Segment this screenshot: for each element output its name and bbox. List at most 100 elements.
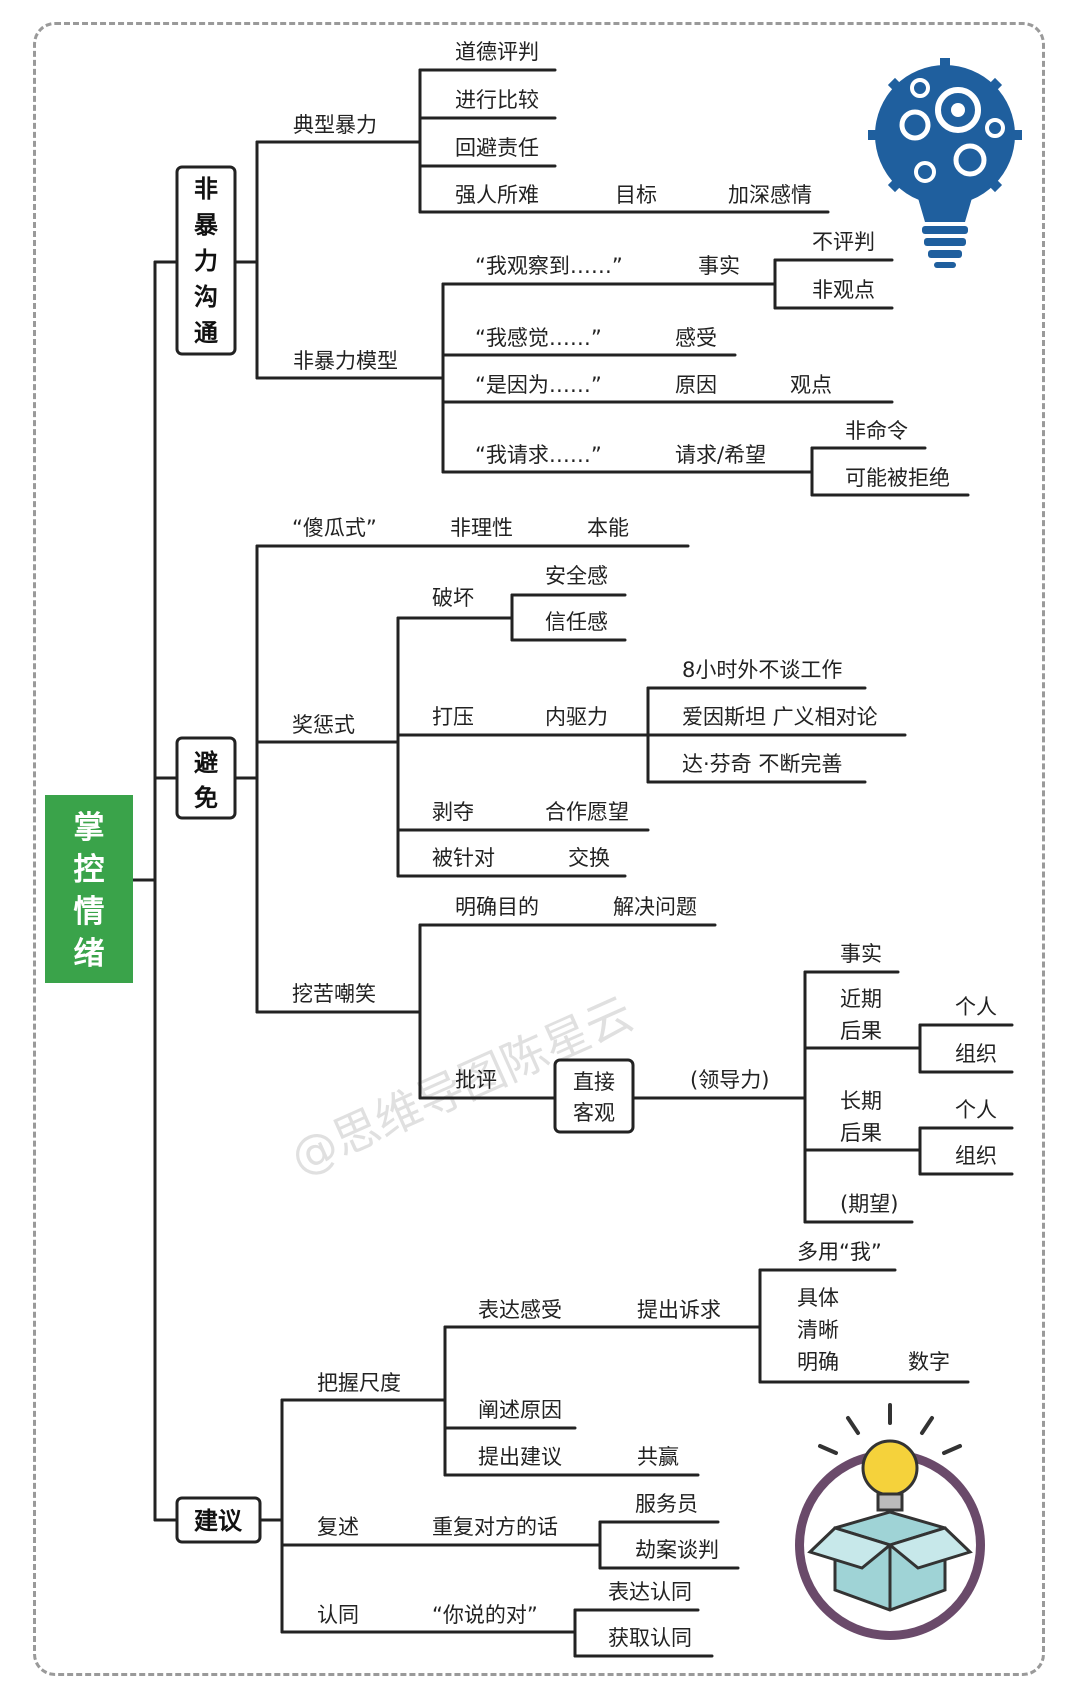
root-char-4: 绪 xyxy=(74,936,105,972)
node-e3: 提出建议 xyxy=(478,1445,562,1469)
node-r2a: 内驱力 xyxy=(545,705,608,729)
node-e3a: 共赢 xyxy=(637,1445,679,1469)
avoid-texts: “傻瓜式” 非理性 本能 奖惩式 破坏 安全感 信任感 打压 内驱力 8小时外不… xyxy=(292,516,997,1216)
node-m3a: 原因 xyxy=(675,373,717,397)
node-silly: “傻瓜式” xyxy=(292,516,377,540)
node-e1a: 提出诉求 xyxy=(637,1298,721,1322)
node-t2: 进行比较 xyxy=(455,88,539,112)
node-k5c: 个人 xyxy=(955,1098,997,1122)
node-k4a: 近期 xyxy=(840,987,882,1011)
node-r2d: 达·芬奇 不断完善 xyxy=(682,752,842,776)
node-m2: “我感觉……” xyxy=(475,326,602,350)
node-repeat: 复述 xyxy=(317,1515,359,1539)
branch-avoid-box xyxy=(175,736,237,820)
node-m4: “我请求……” xyxy=(475,443,602,467)
node-mock: 挖苦嘲笑 xyxy=(292,982,376,1006)
node-m1c: 非观点 xyxy=(812,278,875,302)
node-e1b: 多用“我” xyxy=(797,1240,882,1264)
node-k1: 明确目的 xyxy=(455,895,539,919)
branch-advice-box xyxy=(175,1496,262,1544)
node-m1a: 事实 xyxy=(698,254,740,278)
node-r2c: 爱因斯坦 广义相对论 xyxy=(682,705,878,729)
node-r2: 打压 xyxy=(432,705,474,729)
branch-nonviolent-char-3: 力 xyxy=(194,247,218,275)
node-reward: 奖惩式 xyxy=(292,713,355,737)
direct-objective-box xyxy=(553,1058,635,1134)
node-t4a: 目标 xyxy=(615,183,657,207)
branch-nonviolent-char-4: 沟 xyxy=(194,283,218,311)
node-k1a: 解决问题 xyxy=(613,895,697,919)
nonviolent-texts: 典型暴力 道德评判 进行比较 回避责任 强人所难 目标 加深感情 非暴力模型 “… xyxy=(293,40,950,490)
dashed-frame xyxy=(33,22,1045,1676)
branch-nonviolent-char-5: 通 xyxy=(194,319,218,347)
node-r1a: 安全感 xyxy=(545,564,608,588)
gear-lightbulb-icon xyxy=(868,58,1022,268)
node-e1f: 数字 xyxy=(908,1350,950,1374)
node-t3: 回避责任 xyxy=(455,136,539,160)
branch-avoid-char-2: 免 xyxy=(194,784,218,812)
node-k5b: 后果 xyxy=(840,1121,882,1145)
node-r4: 被针对 xyxy=(432,846,495,870)
node-measure: 把握尺度 xyxy=(317,1371,401,1395)
node-m3b: 观点 xyxy=(790,373,832,397)
node-s2: 本能 xyxy=(587,516,629,540)
node-k5d: 组织 xyxy=(955,1144,997,1168)
branch-advice-label: 建议 xyxy=(194,1507,243,1535)
advice-texts: 把握尺度 表达感受 提出诉求 多用“我” 具体 清晰 明确 数字 阐述原因 提出… xyxy=(317,1240,950,1650)
node-ag1: “你说的对” xyxy=(432,1603,538,1627)
node-k5a: 长期 xyxy=(840,1089,882,1113)
node-typical-violence: 典型暴力 xyxy=(293,113,377,137)
avoid-lines xyxy=(233,544,1014,1224)
node-m4a: 请求/希望 xyxy=(675,443,766,467)
node-m4b: 非命令 xyxy=(845,419,908,443)
node-r3a: 合作愿望 xyxy=(545,800,629,824)
node-rp1: 重复对方的话 xyxy=(432,1515,558,1539)
node-e1: 表达感受 xyxy=(478,1298,562,1322)
node-s1: 非理性 xyxy=(450,516,513,540)
node-ag1b: 获取认同 xyxy=(608,1626,692,1650)
node-m3: “是因为……” xyxy=(475,373,602,397)
root-char-3: 情 xyxy=(74,894,105,930)
node-r4a: 交换 xyxy=(568,846,610,870)
trunk-lines xyxy=(131,260,179,1522)
node-k2a: (领导力) xyxy=(690,1068,769,1092)
branch-nonviolent-char-1: 非 xyxy=(194,175,218,203)
node-ag1a: 表达认同 xyxy=(608,1580,692,1604)
node-k2: 批评 xyxy=(455,1068,497,1092)
root-char-2: 控 xyxy=(74,852,105,888)
node-e1d: 清晰 xyxy=(797,1318,839,1342)
node-k2-box-line2: 客观 xyxy=(573,1101,615,1125)
node-k4b: 后果 xyxy=(840,1019,882,1043)
node-e2: 阐述原因 xyxy=(478,1398,562,1422)
node-nonviolent-model: 非暴力模型 xyxy=(293,349,398,373)
node-r2b: 8小时外不谈工作 xyxy=(682,658,842,682)
branch-nonviolent-char-2: 暴 xyxy=(194,211,219,239)
root-node xyxy=(45,795,133,983)
node-k4d: 组织 xyxy=(955,1042,997,1066)
node-m2a: 感受 xyxy=(675,326,717,350)
node-m4c: 可能被拒绝 xyxy=(845,466,950,490)
branch-nonviolent-box xyxy=(175,165,237,356)
node-r1: 破坏 xyxy=(432,586,474,610)
node-agree: 认同 xyxy=(317,1603,359,1627)
node-e1c: 具体 xyxy=(797,1286,839,1310)
root-char-1: 掌 xyxy=(74,810,105,846)
node-t4b: 加深感情 xyxy=(728,183,812,207)
node-t4: 强人所难 xyxy=(455,183,539,207)
node-k2-box-line1: 直接 xyxy=(573,1070,615,1094)
nonviolent-lines xyxy=(233,68,970,497)
branch-avoid-char-1: 避 xyxy=(194,749,218,777)
node-m1b: 不评判 xyxy=(812,230,875,254)
idea-box-icon xyxy=(795,1403,985,1640)
node-t1: 道德评判 xyxy=(455,40,539,64)
node-k4c: 个人 xyxy=(955,995,997,1019)
node-rp1a: 服务员 xyxy=(635,1492,698,1516)
node-k3: 事实 xyxy=(840,942,882,966)
node-r1b: 信任感 xyxy=(545,610,608,634)
node-r3: 剥夺 xyxy=(432,800,474,824)
node-m1: “我观察到……” xyxy=(475,254,623,278)
advice-lines xyxy=(258,1268,970,1658)
node-k6: (期望) xyxy=(840,1192,898,1216)
node-rp1b: 劫案谈判 xyxy=(635,1538,719,1562)
